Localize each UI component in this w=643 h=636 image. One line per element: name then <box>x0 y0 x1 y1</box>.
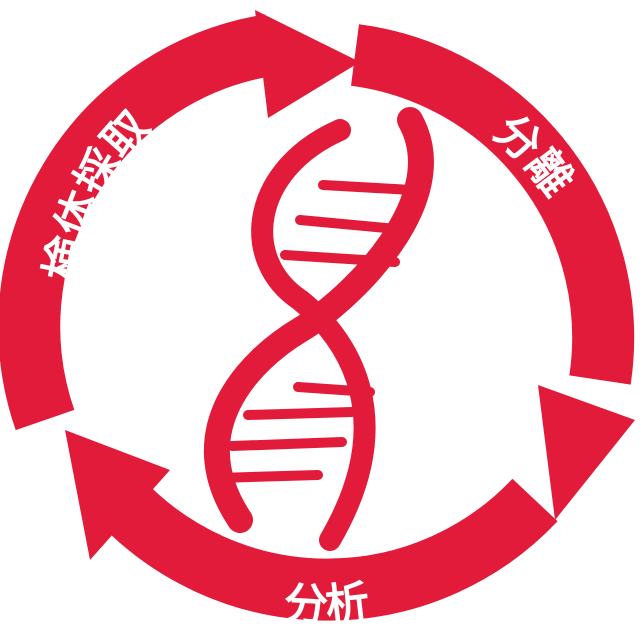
arrow-separation <box>350 24 635 520</box>
arrow-analysis <box>65 430 558 621</box>
dna-helix-icon <box>203 107 434 551</box>
arrow-sampling-body <box>0 14 276 431</box>
arrow-separation-body <box>350 24 635 385</box>
arrow-sampling-head <box>255 10 360 118</box>
step-label-analysis: 分析 <box>282 576 372 632</box>
arrow-analysis-body <box>97 478 558 621</box>
arrow-separation-head <box>538 385 635 520</box>
arrow-analysis-head <box>65 430 170 560</box>
arrow-sampling <box>0 10 360 431</box>
